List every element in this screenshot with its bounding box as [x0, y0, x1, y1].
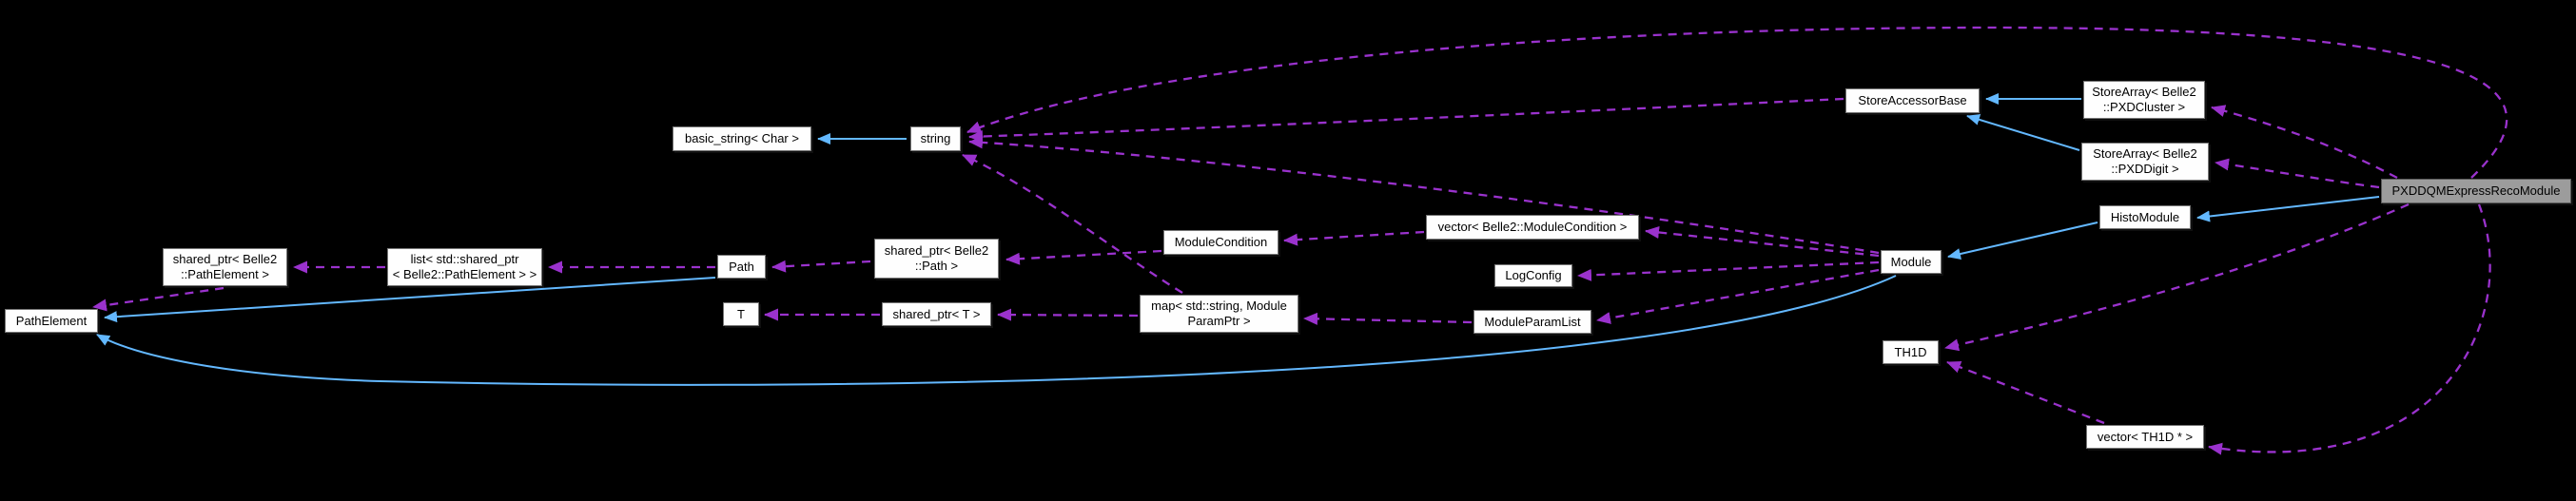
node-map-module-param-ptr[interactable]: map< std::string, Module ParamPtr > [1140, 295, 1298, 333]
edge-pxddqm-express-reco-module--vector-th1d [2208, 203, 2491, 455]
edge-module--log-config [1577, 260, 1880, 281]
edge-shared-ptr-path--path [771, 260, 871, 273]
node-basic-string[interactable]: basic_string< Char > [673, 126, 811, 151]
edge-vector-module-condition--module-condition [1283, 230, 1425, 246]
edge-store-array-pxddigit--store-accessor-base [1966, 114, 2080, 151]
node-module-condition[interactable]: ModuleCondition [1163, 230, 1278, 255]
node-histo-module[interactable]: HistoModule [2099, 205, 2191, 229]
edge-shared-ptr-path-element--path-element [92, 286, 224, 312]
edge-histo-module--module [1947, 222, 2098, 260]
node-module[interactable]: Module [1881, 250, 1942, 274]
node-pxddqm-express-reco-module: PXDDQMExpressRecoModule [2381, 179, 2571, 203]
edge-store-accessor-base--string [968, 97, 1844, 144]
edge-map-module-param-ptr--string [962, 153, 1183, 294]
edge-module-condition--shared-ptr-path [1005, 249, 1162, 265]
edge-pxddqm-express-reco-module--th1d [1944, 202, 2410, 352]
node-t[interactable]: T [723, 302, 759, 326]
edges-group [92, 26, 2508, 455]
node-string[interactable]: string [910, 126, 961, 151]
edge-pxddqm-express-reco-module--store-array-pxdcluster [2211, 105, 2398, 180]
edge-path--path-element [104, 277, 716, 323]
node-list-shared-ptr-path-element[interactable]: list< std::shared_ptr < Belle2::PathElem… [387, 248, 542, 286]
node-th1d[interactable]: TH1D [1883, 340, 1939, 364]
node-shared-ptr-path-element[interactable]: shared_ptr< Belle2 ::PathElement > [163, 248, 287, 286]
node-vector-th1d[interactable]: vector< TH1D * > [2086, 425, 2204, 449]
node-shared-ptr-t[interactable]: shared_ptr< T > [882, 302, 991, 326]
node-log-config[interactable]: LogConfig [1494, 264, 1572, 287]
node-path[interactable]: Path [717, 255, 766, 279]
node-store-accessor-base[interactable]: StoreAccessorBase [1845, 88, 1980, 113]
node-store-array-pxdcluster[interactable]: StoreArray< Belle2 ::PXDCluster > [2083, 81, 2205, 119]
node-vector-module-condition[interactable]: vector< Belle2::ModuleCondition > [1426, 215, 1639, 240]
edge-module--module-param-list [1596, 268, 1880, 324]
edge-map-module-param-ptr--shared-ptr-t [997, 308, 1139, 321]
edge-pxddqm-express-reco-module--histo-module [2196, 196, 2380, 222]
edge-module--vector-module-condition [1645, 226, 1880, 258]
edge-vector-th1d--th1d [1946, 360, 2105, 425]
edge-module--path-element [96, 275, 1897, 386]
node-module-param-list[interactable]: ModuleParamList [1473, 310, 1591, 334]
node-store-array-pxddigit[interactable]: StoreArray< Belle2 ::PXDDigit > [2081, 143, 2209, 181]
node-shared-ptr-path[interactable]: shared_ptr< Belle2 ::Path > [874, 239, 999, 279]
edge-module-param-list--map-module-param-ptr [1303, 312, 1473, 325]
edge-pxddqm-express-reco-module--store-array-pxddigit [2215, 158, 2380, 189]
edge-module--string [968, 136, 1880, 255]
node-path-element[interactable]: PathElement [5, 309, 98, 333]
edge-pxddqm-express-reco-module--string [966, 26, 2508, 179]
